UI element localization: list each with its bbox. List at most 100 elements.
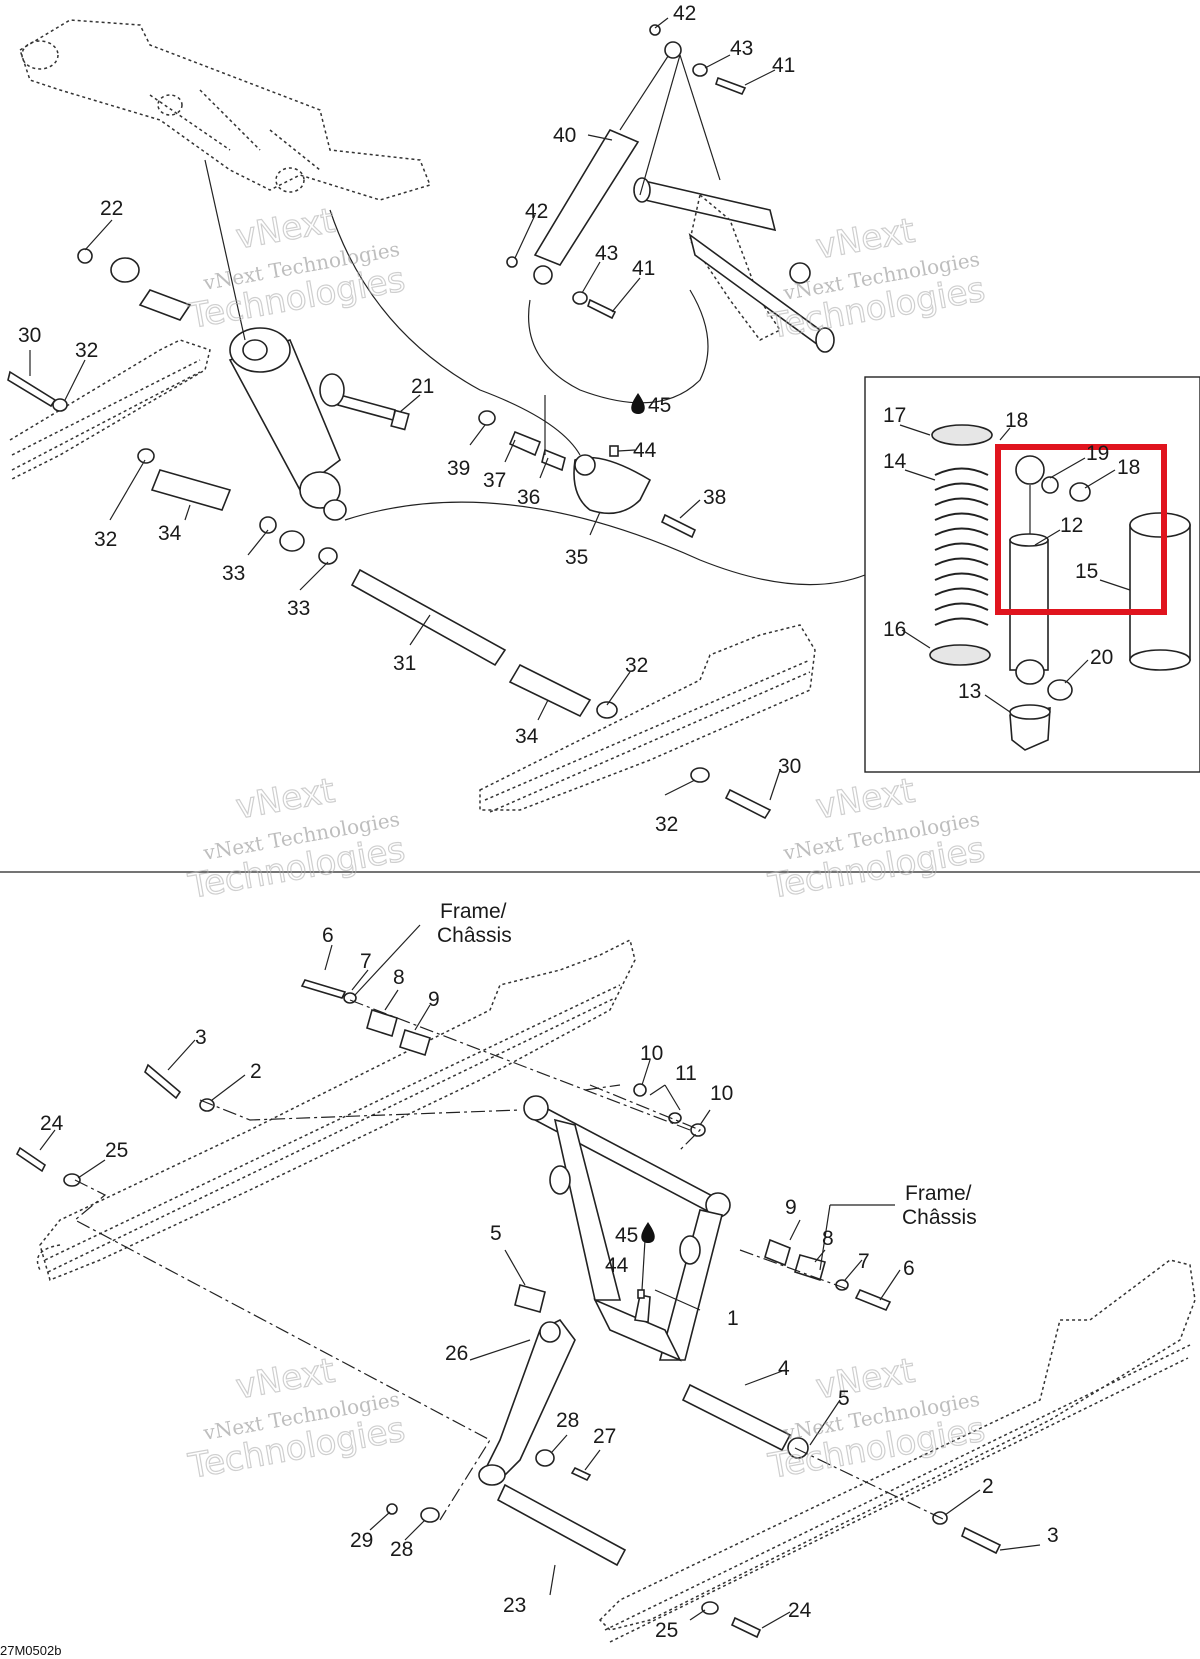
rear-arm-assembly bbox=[633, 177, 835, 353]
svg-text:vNext: vNext bbox=[813, 211, 918, 268]
frame-assembly-top-left bbox=[19, 19, 432, 201]
callout-7: 7 bbox=[858, 1250, 870, 1273]
connector-arrows-top bbox=[204, 54, 866, 586]
callout-24: 24 bbox=[40, 1112, 64, 1135]
callout-38: 38 bbox=[703, 486, 726, 509]
callout-30: 30 bbox=[778, 755, 801, 778]
callout-31: 31 bbox=[393, 652, 416, 675]
shock-absorber-40 bbox=[533, 41, 682, 285]
callout-11: 11 bbox=[675, 1062, 697, 1085]
callout-35: 35 bbox=[565, 546, 588, 569]
callout-28: 28 bbox=[390, 1538, 413, 1561]
callout-41: 41 bbox=[772, 54, 795, 77]
callout-41: 41 bbox=[632, 257, 655, 280]
callout-24: 24 bbox=[788, 1599, 812, 1622]
callout-8: 8 bbox=[393, 966, 405, 989]
shock-cylinder-left bbox=[77, 248, 410, 521]
callout-14: 14 bbox=[883, 450, 907, 473]
link-26 bbox=[478, 1318, 576, 1486]
rail-bottom-left bbox=[36, 938, 636, 1282]
frame-label-line2: Châssis bbox=[902, 1206, 977, 1229]
callout-6: 6 bbox=[322, 924, 334, 947]
callout-7: 7 bbox=[360, 950, 372, 973]
callout-30: 30 bbox=[18, 324, 41, 347]
svg-text:vNext: vNext bbox=[813, 771, 918, 828]
rail-bottom-right bbox=[598, 1259, 1196, 1643]
callout-8: 8 bbox=[822, 1227, 834, 1250]
callout-32: 32 bbox=[625, 654, 648, 677]
callout-34: 34 bbox=[515, 725, 539, 748]
svg-text:vNext: vNext bbox=[233, 201, 338, 258]
rail-top-center bbox=[479, 624, 816, 813]
callout-43: 43 bbox=[730, 37, 753, 60]
front-arm-1 bbox=[523, 1095, 731, 1362]
tubes-4-23 bbox=[15, 979, 1002, 1639]
lubricant-drop-icon-bottom bbox=[641, 1222, 655, 1243]
callout-10: 10 bbox=[640, 1042, 663, 1065]
diagram-code: 27M0502b bbox=[0, 1643, 61, 1658]
callout-labels: 42 43 41 40 42 43 41 22 30 32 21 32 34 3… bbox=[0, 2, 1140, 1658]
svg-text:vNext: vNext bbox=[233, 1351, 338, 1408]
callout-19: 19 bbox=[1086, 442, 1109, 465]
leader-lines-top bbox=[29, 17, 1131, 801]
callout-27: 27 bbox=[593, 1425, 616, 1448]
callout-32: 32 bbox=[75, 339, 98, 362]
callout-39: 39 bbox=[447, 457, 470, 480]
callout-44: 44 bbox=[633, 439, 657, 462]
callout-3: 3 bbox=[1047, 1524, 1059, 1547]
callout-1: 1 bbox=[727, 1307, 739, 1330]
callout-28: 28 bbox=[556, 1409, 579, 1432]
callout-33: 33 bbox=[222, 562, 245, 585]
callout-3: 3 bbox=[195, 1026, 207, 1049]
frame-label-line1: Frame/ bbox=[440, 900, 507, 923]
callout-34: 34 bbox=[158, 522, 182, 545]
callout-20: 20 bbox=[1090, 646, 1113, 669]
highlight-box bbox=[995, 444, 1167, 615]
callout-42: 42 bbox=[525, 200, 548, 223]
inset-shock-detail bbox=[864, 376, 1200, 773]
callout-2: 2 bbox=[982, 1475, 994, 1498]
callout-18: 18 bbox=[1117, 456, 1140, 479]
rail-top-left bbox=[9, 339, 211, 481]
bolt-41-top bbox=[506, 24, 747, 320]
callout-13: 13 bbox=[958, 680, 981, 703]
svg-text:vNext: vNext bbox=[233, 771, 338, 828]
svg-text:vNext: vNext bbox=[813, 1351, 918, 1408]
callout-42: 42 bbox=[673, 2, 696, 25]
callout-26: 26 bbox=[445, 1342, 468, 1365]
callout-12: 12 bbox=[1060, 514, 1083, 537]
callout-23: 23 bbox=[503, 1594, 526, 1617]
callout-36: 36 bbox=[517, 486, 540, 509]
alignment-lines-bottom bbox=[73, 999, 946, 1521]
callout-6: 6 bbox=[903, 1257, 915, 1280]
callout-16: 16 bbox=[883, 618, 906, 641]
callout-43: 43 bbox=[595, 242, 618, 265]
callout-5: 5 bbox=[838, 1387, 850, 1410]
callout-29: 29 bbox=[350, 1529, 373, 1552]
callout-2: 2 bbox=[250, 1060, 262, 1083]
callout-45: 45 bbox=[648, 394, 671, 417]
callout-4: 4 bbox=[778, 1357, 790, 1380]
callout-44: 44 bbox=[605, 1254, 629, 1277]
callout-9: 9 bbox=[785, 1196, 797, 1219]
frame-label-line2: Châssis bbox=[437, 924, 512, 947]
callout-17: 17 bbox=[883, 404, 906, 427]
callout-25: 25 bbox=[655, 1619, 678, 1642]
callout-21: 21 bbox=[411, 375, 434, 398]
callout-33: 33 bbox=[287, 597, 310, 620]
lubricant-drop-icon bbox=[631, 393, 645, 414]
bracket-35 bbox=[478, 410, 697, 539]
callout-10: 10 bbox=[710, 1082, 733, 1105]
callout-18: 18 bbox=[1005, 409, 1028, 432]
callout-22: 22 bbox=[100, 197, 123, 220]
callout-32: 32 bbox=[94, 528, 117, 551]
callout-5: 5 bbox=[490, 1222, 502, 1245]
callout-25: 25 bbox=[105, 1139, 128, 1162]
callout-40: 40 bbox=[553, 124, 576, 147]
callout-45: 45 bbox=[615, 1224, 638, 1247]
callout-9: 9 bbox=[428, 988, 440, 1011]
callout-37: 37 bbox=[483, 469, 506, 492]
callout-32: 32 bbox=[655, 813, 678, 836]
callout-15: 15 bbox=[1075, 560, 1098, 583]
